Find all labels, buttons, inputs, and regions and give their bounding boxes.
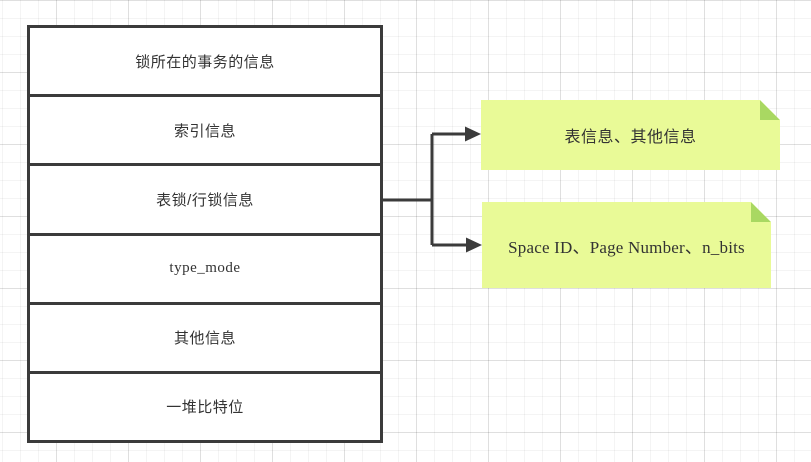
stack-row-lock-info[interactable]: 表锁/行锁信息 bbox=[30, 163, 380, 232]
stack-row-type-mode[interactable]: type_mode bbox=[30, 232, 380, 302]
connector-line bbox=[383, 132, 467, 247]
row-label: type_mode bbox=[169, 260, 241, 277]
row-label: 其他信息 bbox=[173, 330, 236, 348]
note-space-id[interactable]: Space ID、Page Number、n_bits bbox=[482, 202, 771, 288]
row-label: 索引信息 bbox=[173, 122, 236, 140]
arrowhead-icon bbox=[465, 126, 481, 142]
row-label: 一堆比特位 bbox=[166, 399, 244, 417]
row-label: 表锁/行锁信息 bbox=[156, 191, 254, 209]
stack-row-transaction-info[interactable]: 锁所在的事务的信息 bbox=[30, 28, 380, 94]
note-label: Space ID、Page Number、n_bits bbox=[508, 237, 745, 257]
arrowhead-icon bbox=[466, 237, 482, 253]
row-label: 锁所在的事务的信息 bbox=[135, 53, 275, 71]
lock-structure-table[interactable]: 锁所在的事务的信息 索引信息 表锁/行锁信息 type_mode 其他信息 一堆… bbox=[27, 25, 383, 443]
note-label: 表信息、其他信息 bbox=[564, 129, 697, 146]
note-table-info[interactable]: 表信息、其他信息 bbox=[481, 100, 780, 170]
stack-row-index-info[interactable]: 索引信息 bbox=[30, 94, 380, 163]
note-fold-corner-icon bbox=[751, 202, 771, 222]
stack-row-bits[interactable]: 一堆比特位 bbox=[30, 370, 380, 440]
stack-row-other-info[interactable]: 其他信息 bbox=[30, 301, 380, 371]
note-fold-corner-icon bbox=[760, 100, 780, 120]
